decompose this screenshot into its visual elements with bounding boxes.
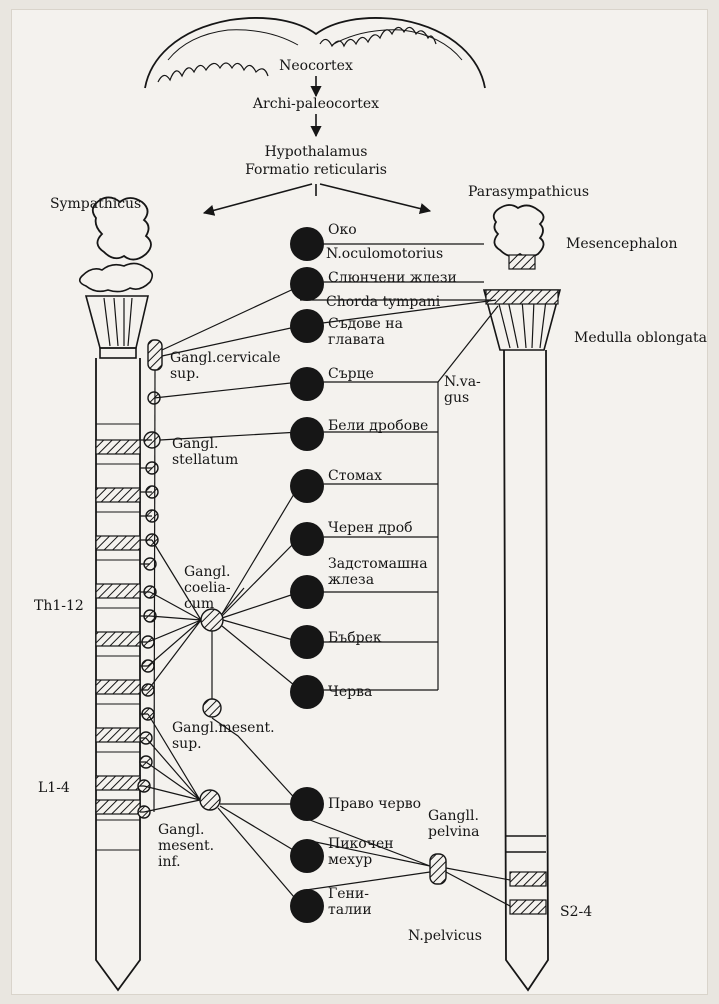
organ-label-intestine: Черва bbox=[328, 684, 372, 700]
organ-label-bladder: Пикочен мехур bbox=[328, 836, 394, 868]
mesencephalon-label: Mesencephalon bbox=[566, 236, 677, 252]
right-spinal-cord-outline bbox=[504, 350, 548, 990]
formatio-reticularis-label: Formatio reticularis bbox=[226, 162, 406, 178]
gangl-mesent-inf-label: Gangl. mesent. inf. bbox=[158, 822, 214, 870]
organ-label-lungs: Бели дробове bbox=[328, 418, 428, 434]
organ-label-heart: Сърце bbox=[328, 366, 374, 382]
parasympathicus-label: Parasympathicus bbox=[468, 184, 589, 200]
organ-label-pancreas: Задстомашна жлеза bbox=[328, 556, 428, 588]
gangl-pelvina-label: Gangll. pelvina bbox=[428, 808, 479, 840]
right-brainstem bbox=[494, 205, 544, 257]
organ-label-rectum: Право черво bbox=[328, 796, 421, 812]
hypothalamus-label: Hypothalamus bbox=[236, 144, 396, 160]
l1-4-label: L1-4 bbox=[38, 780, 70, 796]
organ-label-liver: Черен дроб bbox=[328, 520, 413, 536]
gangl-mesent-sup-label: Gangl.mesent. sup. bbox=[172, 720, 275, 752]
n-vagus-label: N.va- gus bbox=[444, 374, 481, 406]
archi-paleocortex-label: Archi-paleocortex bbox=[240, 96, 392, 112]
gangl-coeliacum-label: Gangl. coelia- cum bbox=[184, 564, 231, 612]
neocortex-label: Neocortex bbox=[266, 58, 366, 74]
organ-label-stomach: Стомах bbox=[328, 468, 382, 484]
organ-label-salivary-glands: Слюнчени жлези bbox=[328, 270, 457, 286]
medulla-oblongata-label: Medulla oblongata bbox=[574, 330, 707, 346]
organ-label-eye: Око bbox=[328, 222, 357, 238]
cortex-outline bbox=[145, 18, 485, 88]
th1-12-label: Th1-12 bbox=[34, 598, 84, 614]
gangl-stellatum-label: Gangl. stellatum bbox=[172, 436, 238, 468]
organ-label-kidney: Бъбрек bbox=[328, 630, 382, 646]
n-pelvicus-label: N.pelvicus bbox=[408, 928, 482, 944]
chorda-tympani-label: Chorda tympani bbox=[326, 294, 440, 310]
n-oculomotorius-label: N.oculomotorius bbox=[326, 246, 443, 262]
s2-4-label: S2-4 bbox=[560, 904, 592, 920]
organ-label-head-vessels: Съдове на главата bbox=[328, 316, 403, 348]
sympathicus-label: Sympathicus bbox=[50, 196, 141, 212]
organ-label-genitals: Гени- талии bbox=[328, 886, 372, 918]
gangl-cervicale-sup-label: Gangl.cervicale sup. bbox=[170, 350, 281, 382]
